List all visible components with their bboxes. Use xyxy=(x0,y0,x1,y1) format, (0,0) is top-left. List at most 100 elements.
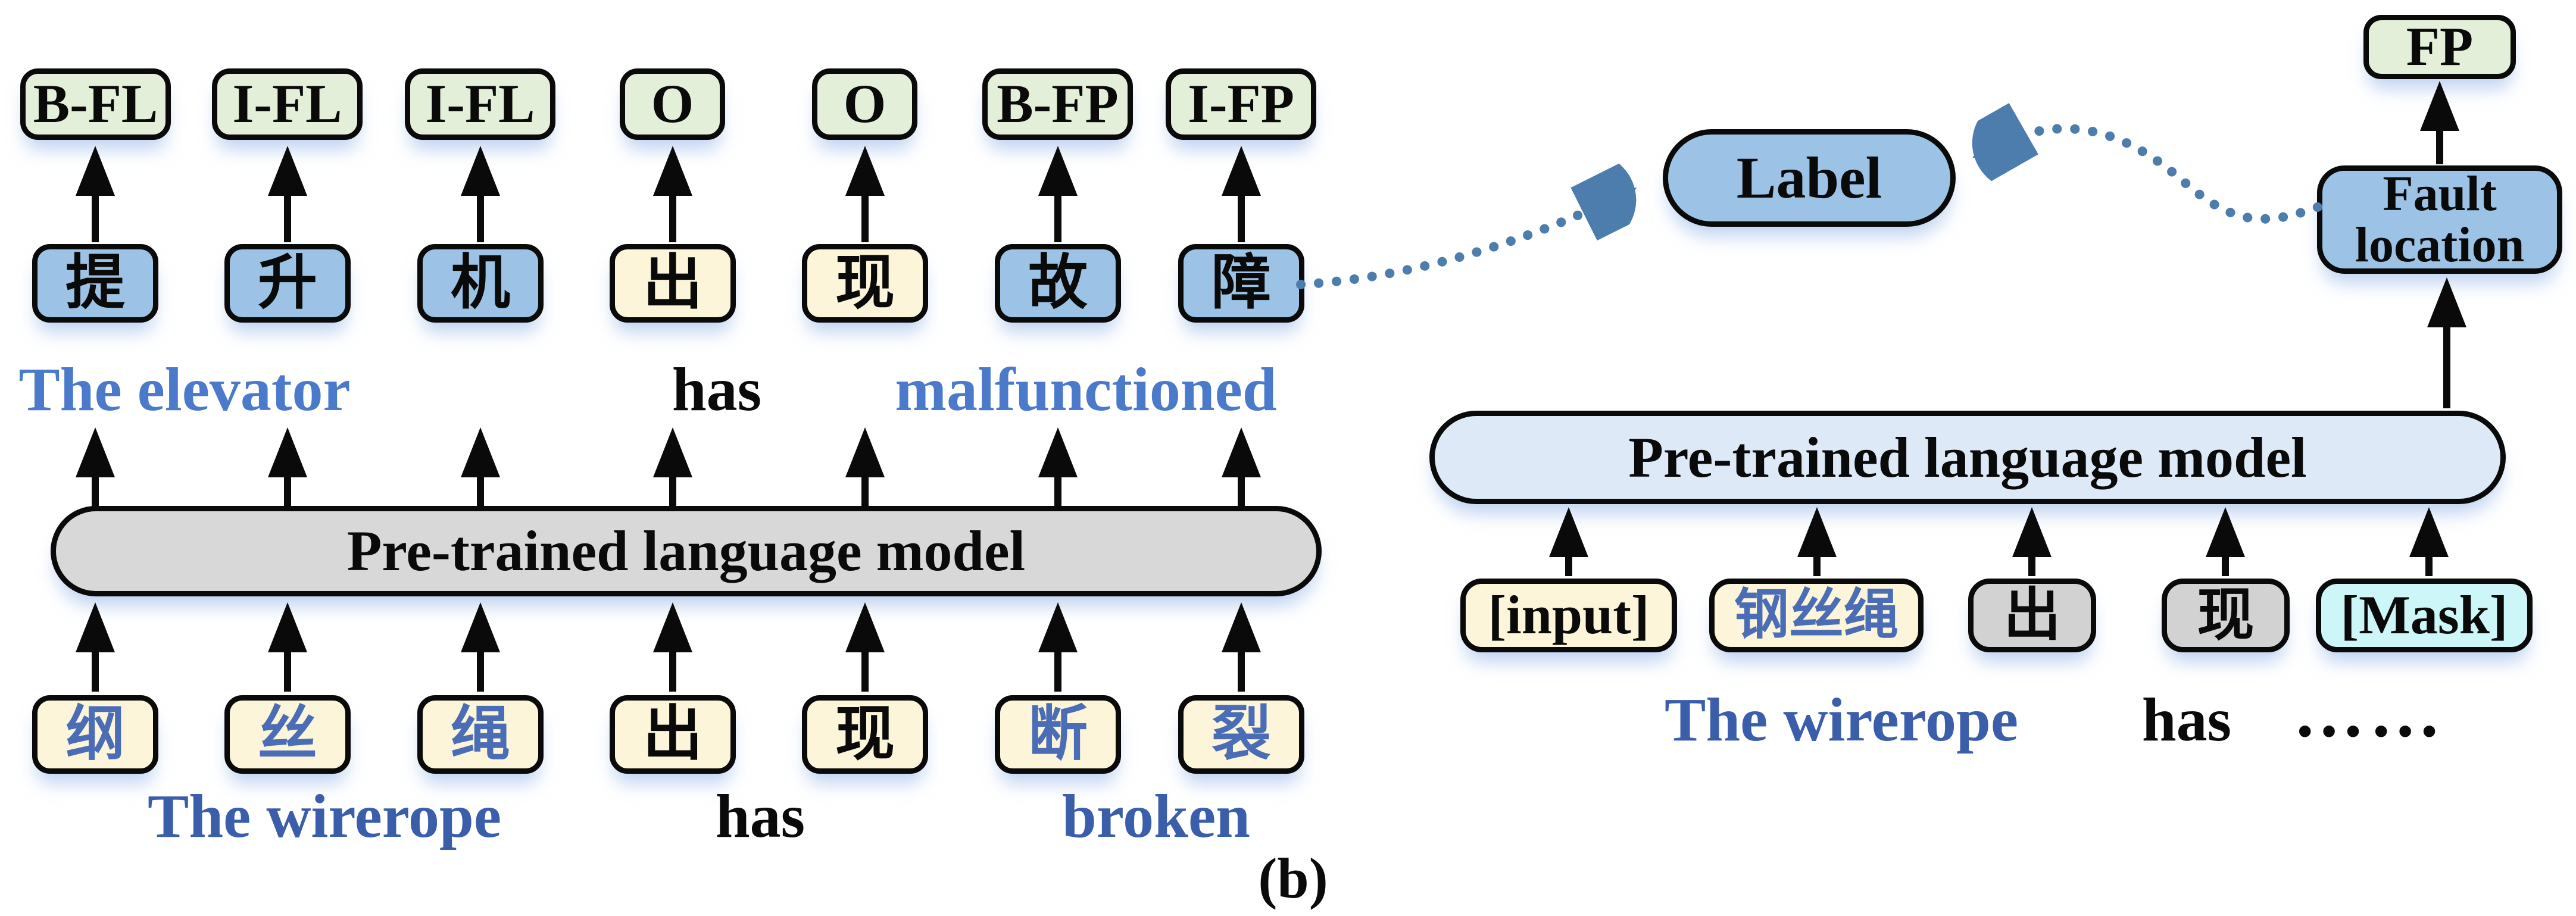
sentence-word: broken xyxy=(1062,782,1250,851)
char: 现 xyxy=(835,701,895,767)
up-arrow xyxy=(653,427,692,507)
char-box: 故 xyxy=(995,244,1121,323)
up-arrow xyxy=(76,427,115,507)
pretrained-language-model-right: Pre-trained language model xyxy=(1429,411,2506,504)
char: 纲 xyxy=(65,701,125,767)
char-box: 丝 xyxy=(224,695,351,774)
char: 出 xyxy=(643,701,702,767)
curve-faultlocation-to-label xyxy=(1980,129,2322,224)
sentence-word: The elevator xyxy=(18,355,351,424)
char-box: 出 xyxy=(610,695,736,774)
char: 出 xyxy=(643,250,702,316)
up-arrow xyxy=(845,146,885,242)
token-text: 出 xyxy=(2003,583,2061,648)
sentence-word: has xyxy=(2141,686,2232,754)
char-box: 纲 xyxy=(32,695,158,774)
char: 提 xyxy=(65,250,125,316)
up-arrow xyxy=(268,602,307,692)
tag-label: I-FP xyxy=(1188,73,1294,135)
up-arrow xyxy=(1038,602,1078,692)
up-arrow xyxy=(76,602,115,692)
fault-location-line1: Fault xyxy=(2383,166,2497,222)
char-box: 现 xyxy=(802,695,928,774)
sentence-word: malfunctioned xyxy=(895,355,1277,424)
sentence-word: The wirerope xyxy=(1664,686,2019,754)
char: 断 xyxy=(1028,701,1088,767)
char: 绳 xyxy=(451,701,510,767)
token-text: [input] xyxy=(1488,584,1650,646)
label-text: Label xyxy=(1736,145,1882,211)
mask-token-box: [Mask] xyxy=(2316,579,2533,652)
tag-box-o-1: O xyxy=(620,68,725,140)
tag-label: I-FL xyxy=(425,73,535,135)
tag-box-i-fl-2: I-FL xyxy=(405,68,555,140)
up-arrow xyxy=(2420,81,2459,164)
sentence-word: has xyxy=(672,355,762,424)
fp-text: FP xyxy=(2406,16,2474,77)
curve-char-to-label xyxy=(1296,192,1629,289)
label-box: Label xyxy=(1663,129,1956,227)
up-arrow xyxy=(1222,146,1261,242)
char: 障 xyxy=(1211,250,1271,316)
up-arrow xyxy=(653,602,692,692)
chu-token-box: 出 xyxy=(1968,579,2096,652)
xian-token-box: 现 xyxy=(2162,579,2290,652)
fault-location-line2: location xyxy=(2355,217,2525,273)
tag-box-b-fp: B-FP xyxy=(982,68,1133,140)
up-arrow xyxy=(653,146,692,242)
up-arrow xyxy=(2427,277,2466,408)
up-arrow xyxy=(2012,507,2052,576)
token-text: 钢丝绳 xyxy=(1734,584,1899,646)
up-arrow xyxy=(1038,427,1078,507)
char: 故 xyxy=(1028,250,1088,316)
up-arrow xyxy=(2206,507,2245,576)
char-box: 提 xyxy=(32,244,158,323)
char-box: 障 xyxy=(1178,244,1304,323)
tag-label: O xyxy=(843,73,886,135)
sentence-word: The wirerope xyxy=(147,782,502,851)
ellipsis-dots: …… xyxy=(2293,673,2446,752)
char-box: 出 xyxy=(610,244,736,323)
up-arrow xyxy=(1549,507,1588,576)
figure-caption: (b) xyxy=(1258,846,1328,910)
tag-box-i-fl-1: I-FL xyxy=(212,68,363,140)
up-arrow xyxy=(461,146,500,242)
tag-box-i-fp: I-FP xyxy=(1166,68,1316,140)
char-box: 绳 xyxy=(417,695,544,774)
char-box: 机 xyxy=(417,244,544,323)
fault-location-box: Fault location xyxy=(2317,165,2562,274)
char: 现 xyxy=(835,250,895,316)
tag-label: B-FP xyxy=(997,73,1119,135)
up-arrow xyxy=(845,427,885,507)
up-arrow xyxy=(268,146,307,242)
sentence-word: has xyxy=(715,782,805,851)
wirerope-token-box: 钢丝绳 xyxy=(1709,579,1924,652)
char-box: 现 xyxy=(802,244,928,323)
up-arrow xyxy=(461,602,500,692)
up-arrow xyxy=(845,602,885,692)
token-text: 现 xyxy=(2197,583,2255,648)
fp-box: FP xyxy=(2363,15,2516,79)
plm-label: Pre-trained language model xyxy=(346,519,1026,583)
char: 升 xyxy=(258,250,317,316)
tag-box-o-2: O xyxy=(812,68,917,140)
up-arrow xyxy=(1038,146,1078,242)
char: 机 xyxy=(451,250,510,316)
tag-label: O xyxy=(651,73,694,135)
char-box: 升 xyxy=(224,244,351,323)
pretrained-language-model-left: Pre-trained language model xyxy=(51,506,1322,596)
token-text: [Mask] xyxy=(2340,584,2508,646)
up-arrow xyxy=(268,427,307,507)
up-arrow xyxy=(2409,507,2449,576)
char: 裂 xyxy=(1211,701,1271,767)
up-arrow xyxy=(461,427,500,507)
up-arrow xyxy=(76,146,115,242)
up-arrow xyxy=(1222,427,1261,507)
tag-label: I-FL xyxy=(232,73,342,135)
fault-location-text: Fault location xyxy=(2355,168,2525,270)
input-token-box: [input] xyxy=(1460,579,1677,652)
char-box: 断 xyxy=(995,695,1121,774)
plm-label: Pre-trained language model xyxy=(1628,425,2307,489)
up-arrow xyxy=(1222,602,1261,692)
char-box: 裂 xyxy=(1178,695,1304,774)
